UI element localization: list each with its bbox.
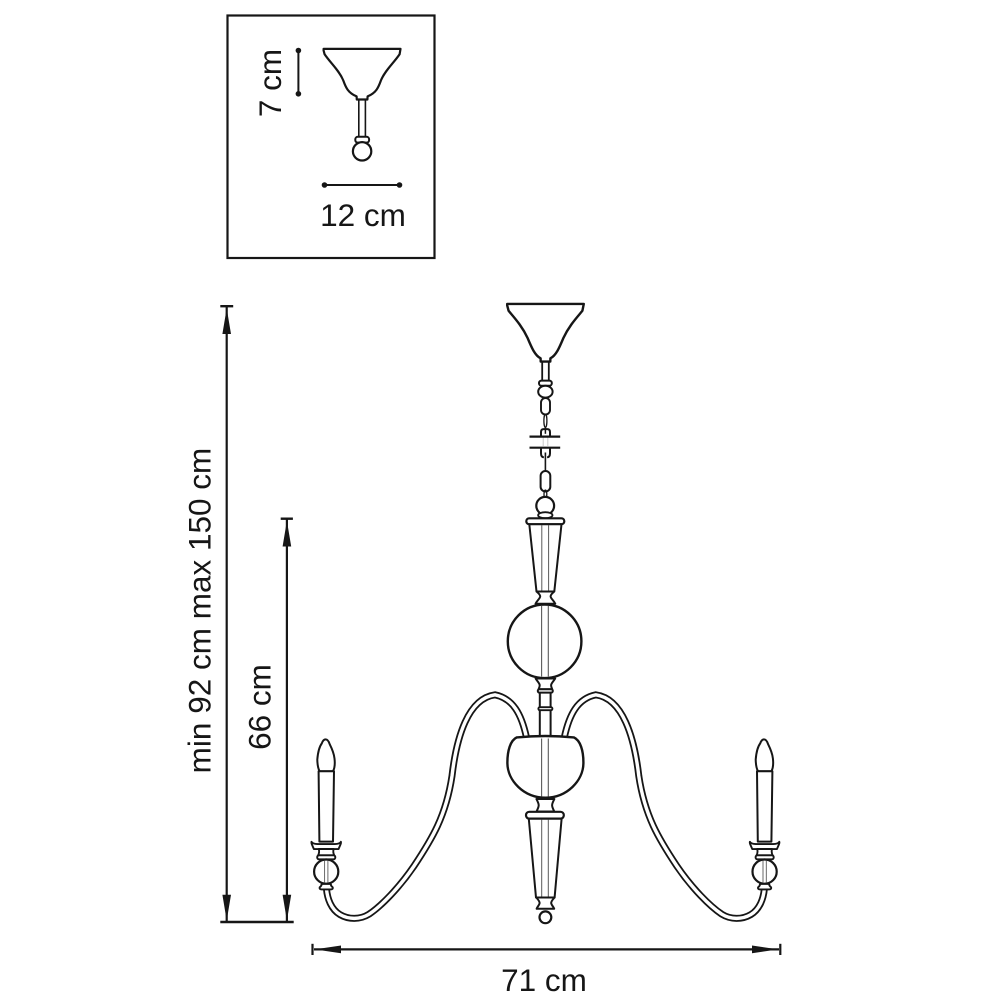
svg-text:71 cm: 71 cm bbox=[501, 962, 587, 998]
svg-text:7 cm: 7 cm bbox=[252, 49, 288, 117]
svg-text:12 cm: 12 cm bbox=[320, 197, 406, 233]
svg-text:66 cm: 66 cm bbox=[242, 664, 278, 750]
svg-text:min 92 cm max 150 cm: min 92 cm max 150 cm bbox=[182, 448, 218, 774]
